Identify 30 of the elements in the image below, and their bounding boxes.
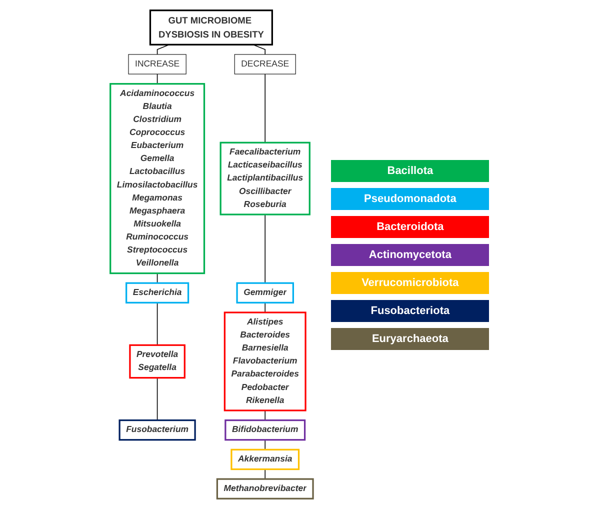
connector [156,377,158,421]
legend-item: Bacteroidota [331,216,490,238]
legend-item: Actinomycetota [331,244,490,266]
connector [156,272,158,284]
legend-item: Fusobacteriota [331,300,490,322]
node-box: Methanobrevibacter [216,478,314,500]
node-box: Fusobacterium [118,419,196,441]
node-box: Gemmiger [236,282,294,304]
legend-item: Bacillota [331,160,490,182]
legend-item: Pseudomonadota [331,188,490,210]
legend-item: Verrucomicrobiota [331,272,490,294]
node-box: GUT MICROBIOME DYSBIOSIS IN OBESITY [149,10,273,46]
node-box: INCREASE [128,54,186,74]
connector [156,44,170,55]
node-box: Bifidobacterium [224,419,306,441]
connector [264,214,266,284]
connector [264,302,266,313]
connector [264,439,266,450]
legend-item: Euryarchaeota [331,328,490,350]
connector [264,74,266,144]
connector [156,302,158,346]
node-box: Faecalibacterium Lacticaseibacillus Lactiplantibacillus Oscillibacter Roseburia [220,142,310,216]
connector [252,44,266,55]
node-box: Escherichia [125,282,189,304]
connector [156,74,158,84]
node-box: Akkermansia [230,448,300,470]
node-box: DECREASE [234,54,296,74]
node-box: Prevotella Segatella [128,344,186,379]
node-box: Alistipes Bacteroides Barnesiella Flavobacterium Parabacteroides Pedobacter Rikenella [224,312,306,412]
node-box: Acidaminococcus Blautia Clostridium Coprococcus Eubacterium Gemella Lactobacillus Limosilactobacillus Megamonas Megasphaera Mitsuokella Ruminococcus Streptococcus Veillonella [109,83,205,274]
